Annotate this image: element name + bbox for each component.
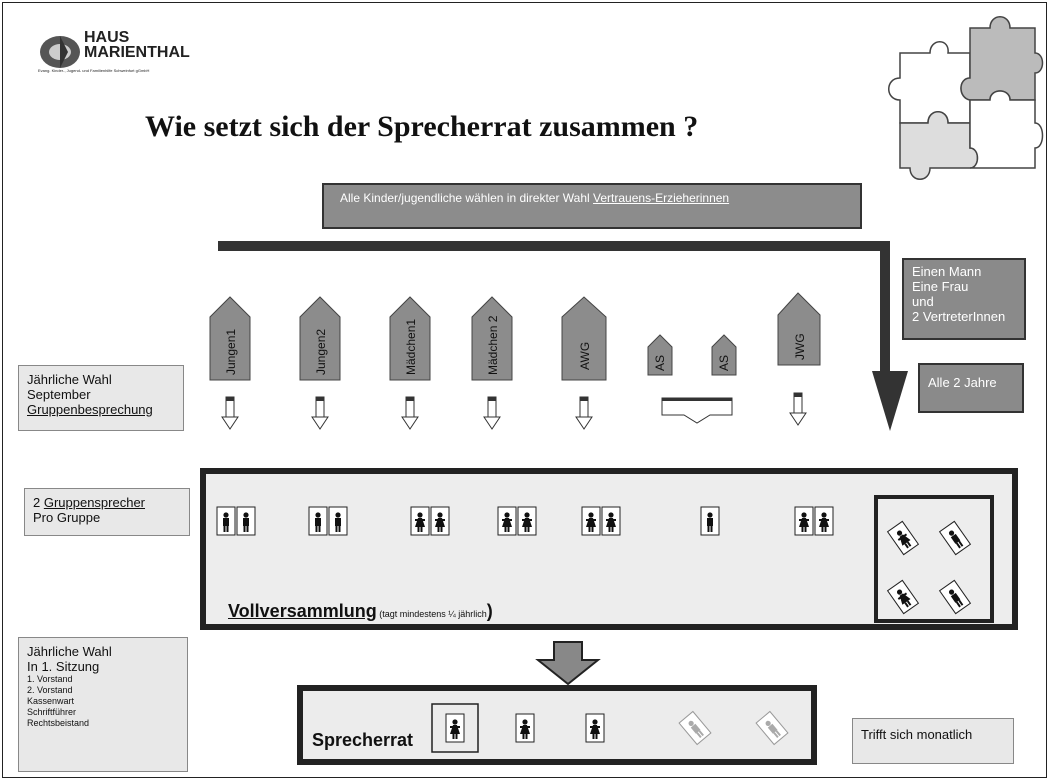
- logo-tagline: Evang. Kinder-, Jugend- und Familienhilf…: [38, 68, 150, 73]
- election-flow-arrow: [218, 241, 908, 431]
- group-speaker-box: 2 Gruppensprecher Pro Gruppe: [24, 488, 190, 536]
- group-speaker-line2: Pro Gruppe: [33, 510, 101, 525]
- speakers-jwg: [794, 506, 834, 536]
- logo-line1: HAUS: [84, 29, 130, 46]
- house-label-as-1: AS: [653, 355, 667, 371]
- rep-line-4: 2 VertreterInnen: [912, 309, 1006, 324]
- sprecherrat-figures: [431, 703, 789, 753]
- house-as-2: AS: [711, 334, 737, 376]
- house-label-maedchen2: Mädchen 2: [486, 315, 500, 375]
- page-title: Wie setzt sich der Sprecherrat zusammen …: [145, 110, 699, 143]
- role-1: 1. Vorstand: [27, 674, 73, 684]
- house-as-1: AS: [647, 334, 673, 376]
- annual-election-line1: Jährliche Wahl: [27, 372, 112, 387]
- annual-election-line3: Gruppenbesprechung: [27, 402, 153, 417]
- every-two-years-text: Alle 2 Jahre: [928, 375, 997, 390]
- monthly-meeting-text: Trifft sich monatlich: [861, 727, 973, 742]
- group-speaker-line1: 2 Gruppensprecher: [33, 495, 146, 510]
- chair-frame: [431, 703, 479, 753]
- direct-election-box: Alle Kinder/jugendliche wählen in direkt…: [322, 183, 862, 229]
- direct-election-text: Alle Kinder/jugendliche wählen in direkt…: [340, 191, 594, 205]
- house-maedchen2: Mädchen 2: [471, 296, 513, 430]
- trusted-educators: [887, 520, 971, 615]
- groups-diagram: Jungen1 Jungen2 Mädchen1 Mädchen 2 AWG A…: [209, 292, 821, 430]
- house-label-jwg: JWG: [793, 333, 807, 360]
- house-jungen1: Jungen1: [209, 296, 251, 430]
- house-jwg: JWG: [777, 292, 821, 426]
- sprecherrat-label: Sprecherrat: [312, 730, 414, 750]
- speakers-jungen2: [308, 506, 348, 536]
- house-awg: AWG: [561, 296, 607, 430]
- monthly-meeting-box: Trifft sich monatlich: [852, 718, 1014, 764]
- rep-line-1: Einen Mann: [912, 264, 982, 279]
- annual-election-box: Jährliche Wahl September Gruppenbesprech…: [18, 365, 184, 431]
- speakers-maedchen2: [497, 506, 537, 536]
- role-4: Schriftführer: [27, 707, 77, 717]
- speakers-maedchen1: [410, 506, 450, 536]
- first-session-line1: Jährliche Wahl: [27, 644, 112, 659]
- puzzle-icon: [888, 16, 1044, 180]
- first-session-box: Jährliche Wahl In 1. Sitzung 1. Vorstand…: [18, 637, 188, 772]
- logo: HAUS MARIENTHAL Evang. Kinder-, Jugend- …: [38, 30, 228, 80]
- annual-election-line2: September: [27, 387, 91, 402]
- house-label-jungen1: Jungen1: [224, 329, 238, 375]
- representatives-box: Einen Mann Eine Frau und 2 VertreterInne…: [902, 258, 1026, 340]
- to-sprecherrat-arrow: [535, 641, 601, 686]
- logo-emblem-icon: [40, 36, 80, 68]
- direct-election-link: Vertrauens-Erzieherinnen: [593, 191, 730, 205]
- role-5: Rechtsbeistand: [27, 718, 90, 728]
- sprecherrat-box: [297, 685, 817, 765]
- trusted-educators-box: [874, 495, 994, 623]
- house-jungen2: Jungen2: [299, 296, 341, 430]
- role-2: 2. Vorstand: [27, 685, 73, 695]
- rep-line-3: und: [912, 294, 934, 309]
- role-3: Kassenwart: [27, 696, 75, 706]
- rep-line-2: Eine Frau: [912, 279, 969, 294]
- house-maedchen1: Mädchen1: [389, 296, 431, 430]
- speakers-awg: [581, 506, 621, 536]
- every-two-years-box: Alle 2 Jahre: [918, 363, 1024, 413]
- house-label-jungen2: Jungen2: [314, 329, 328, 375]
- house-label-maedchen1: Mädchen1: [404, 319, 418, 375]
- as-merge-arrow: [661, 397, 733, 424]
- house-label-as-2: AS: [717, 355, 731, 371]
- speakers-as: [700, 506, 720, 536]
- speakers-jungen1: [216, 506, 256, 536]
- vollversammlung-label: Vollversammlung (tagt mindestens ¼ jährl…: [228, 601, 493, 621]
- house-label-awg: AWG: [578, 342, 592, 370]
- logo-line2: MARIENTHAL: [84, 44, 190, 61]
- first-session-line2: In 1. Sitzung: [27, 659, 100, 674]
